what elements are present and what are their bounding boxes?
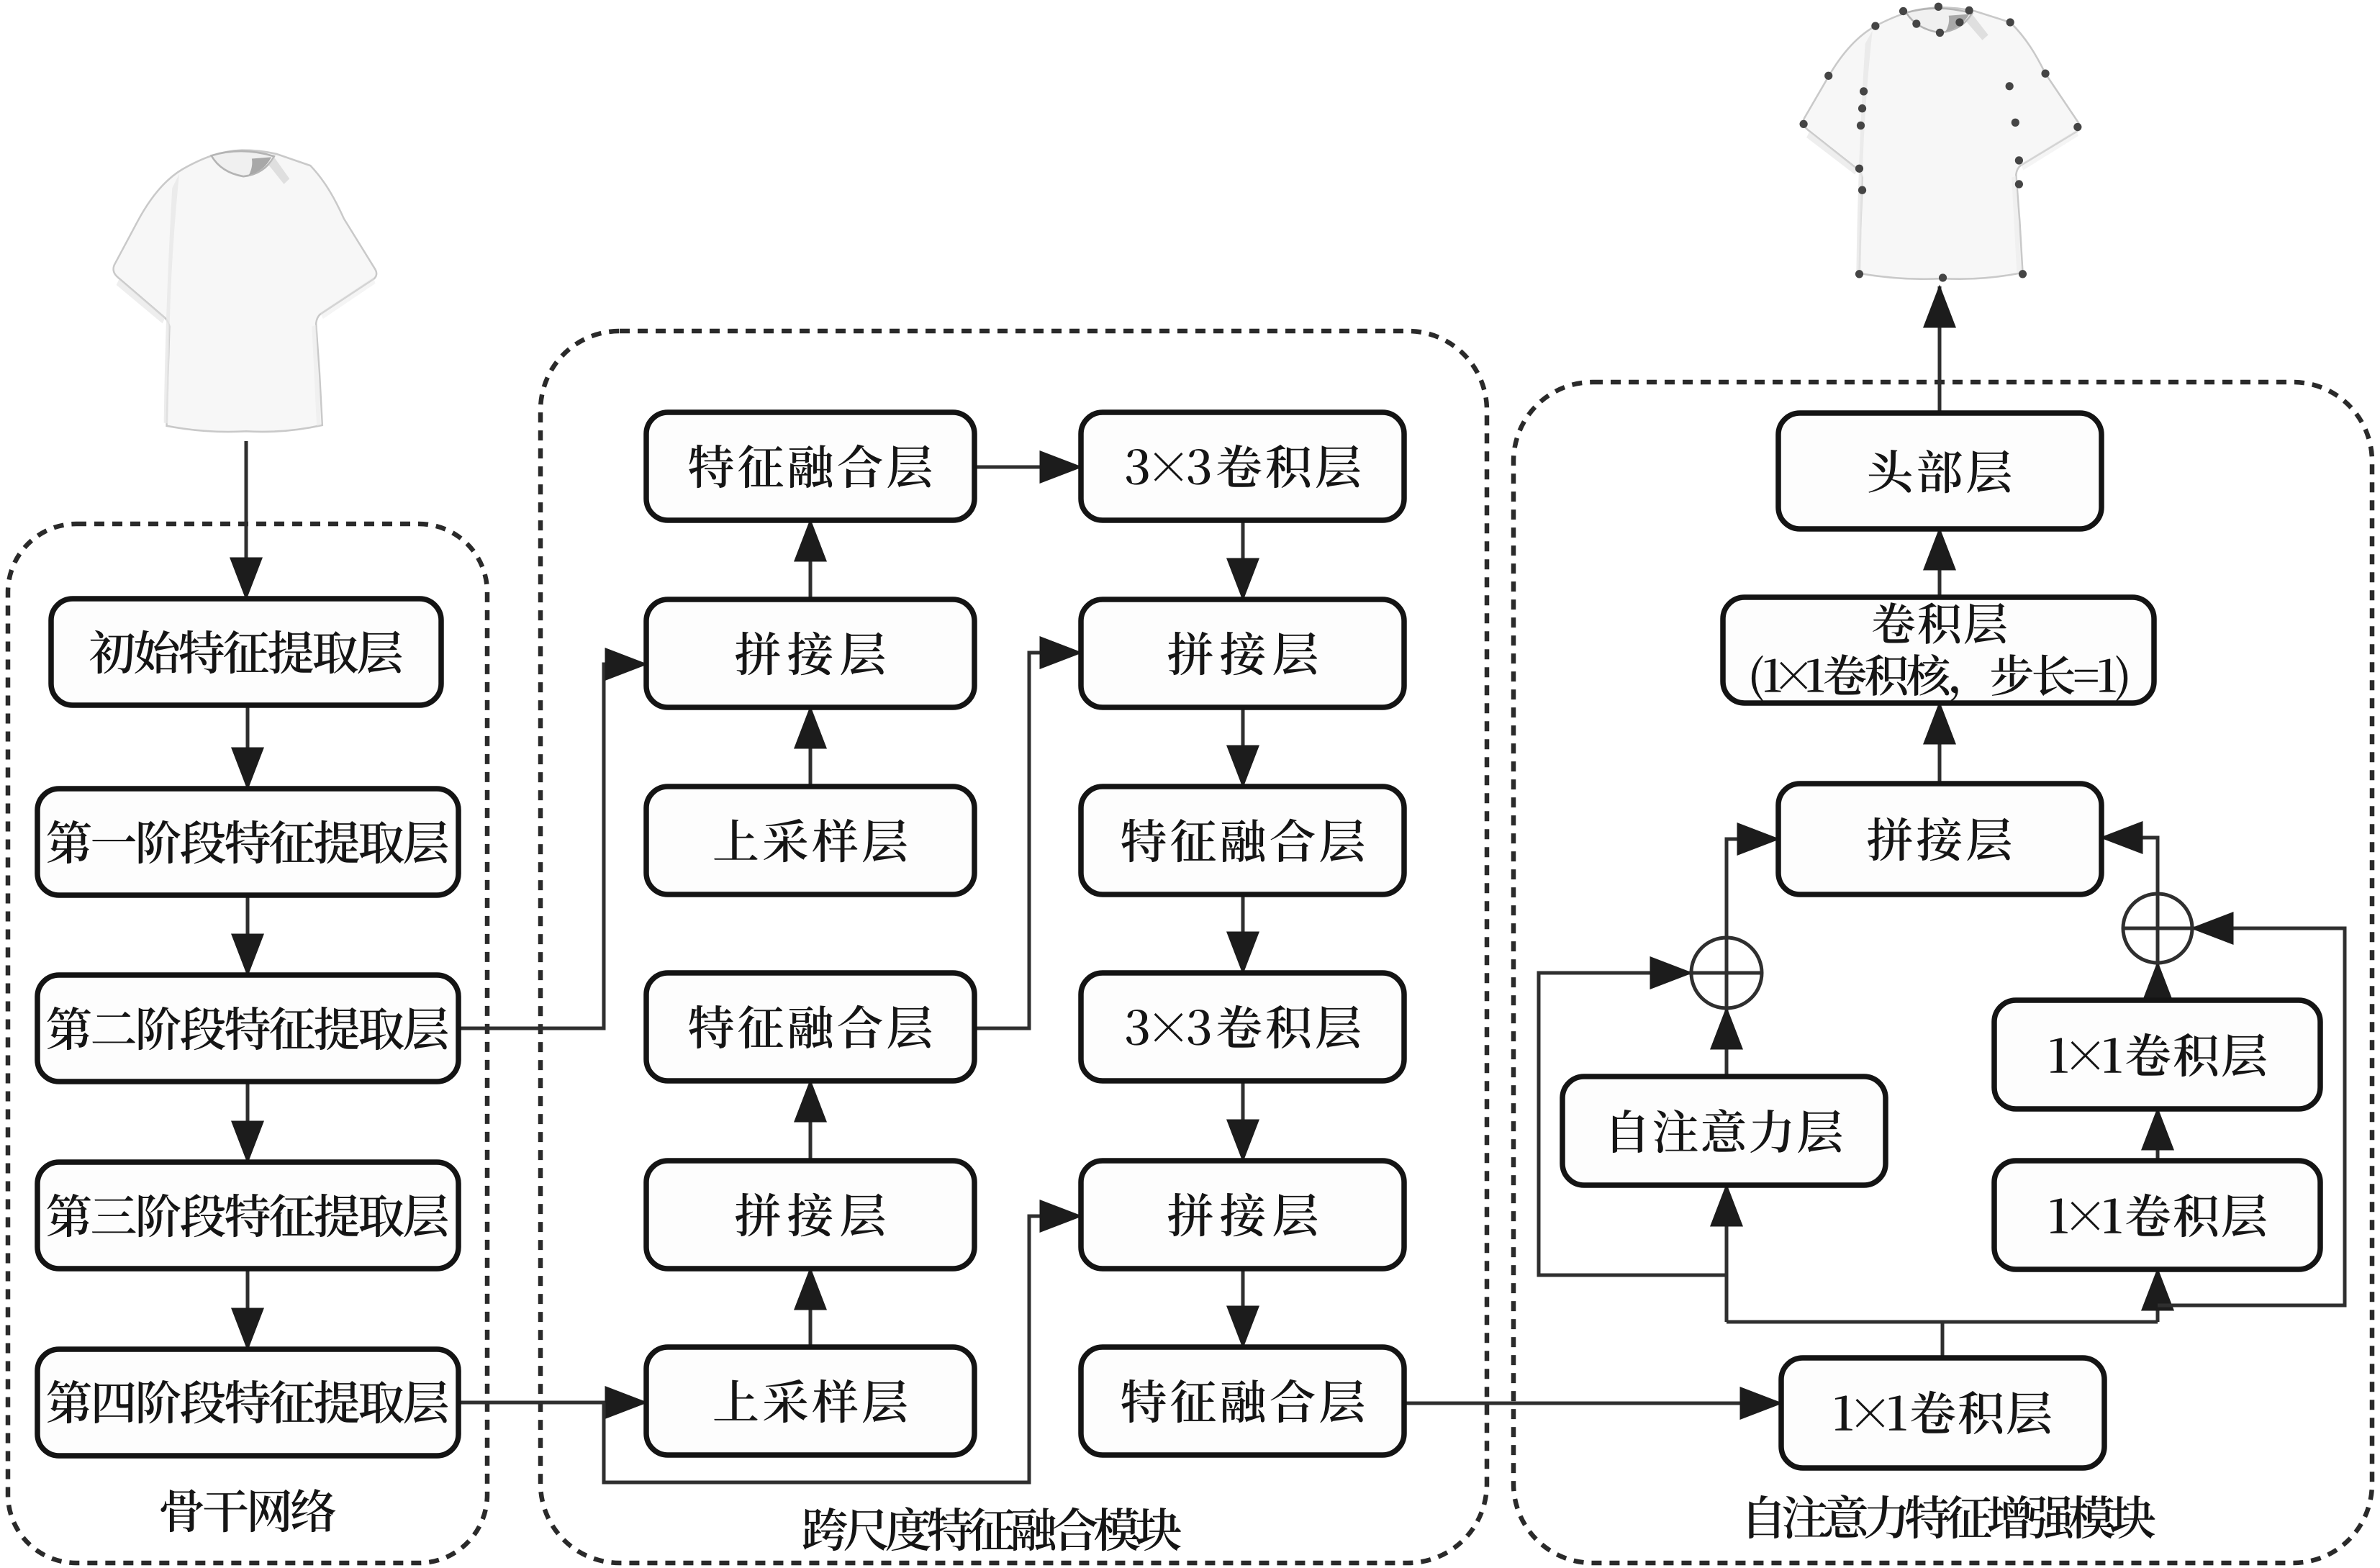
arrow-addleft-concat xyxy=(1724,822,1781,938)
module-attention-border xyxy=(1511,379,2375,1566)
backbone-box-4 xyxy=(35,1346,461,1459)
add-operator-right-icon xyxy=(2121,892,2194,965)
attention-conv-box xyxy=(1720,594,2157,706)
attention-selfattn-box xyxy=(1560,1074,1888,1188)
backbone-box-2 xyxy=(35,972,461,1084)
arrow-skip-right-add xyxy=(2158,912,2347,1308)
arrow-addright-concat xyxy=(2099,821,2160,894)
keypoint-dots xyxy=(1799,2,2082,282)
add-operator-left-icon xyxy=(1689,935,1764,1010)
backbone-box-3 xyxy=(35,1159,461,1272)
fusion-left-box-5 xyxy=(643,1344,977,1458)
fusion-left-box-1 xyxy=(643,597,977,710)
fusion-right-box-4 xyxy=(1078,1158,1407,1272)
arrow-skip-left-add xyxy=(1537,956,1727,1277)
attention-head-box xyxy=(1775,410,2104,532)
fusion-right-box-0 xyxy=(1078,409,1407,523)
backbone-box-1 xyxy=(35,786,461,898)
output-tshirt-image xyxy=(1799,2,2082,282)
backbone-box-0 xyxy=(48,596,444,708)
attention-concat-box xyxy=(1775,781,2104,897)
module-fusion-border xyxy=(538,328,1490,1566)
fusion-right-box-1 xyxy=(1078,597,1407,710)
arrow-fuse2-concat3 xyxy=(974,636,1083,1030)
arrow-stage4-concat4 xyxy=(602,1200,1083,1485)
fusion-left-box-4 xyxy=(643,1158,977,1272)
fusion-right-box-3 xyxy=(1078,970,1407,1084)
arrow-stage2-concat1 xyxy=(458,648,648,1030)
fusion-left-box-2 xyxy=(643,784,977,897)
